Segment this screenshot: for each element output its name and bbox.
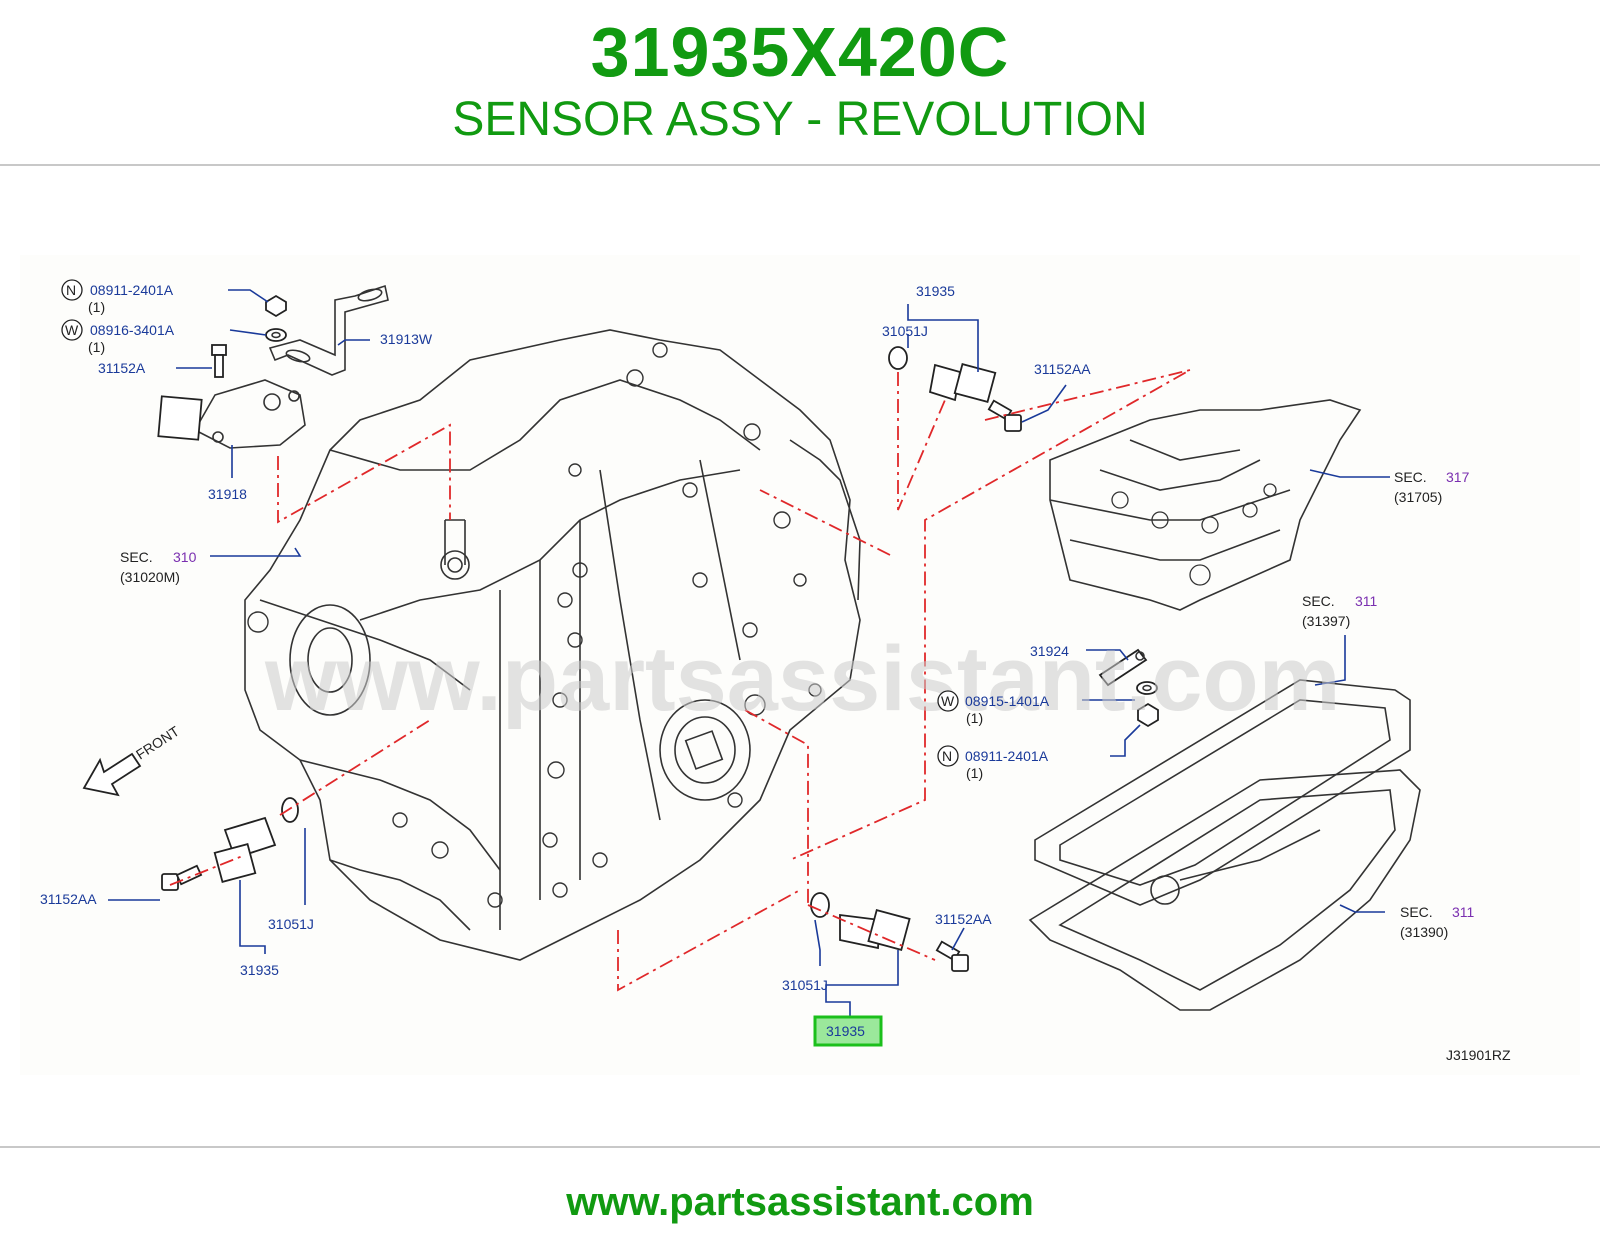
part-name-subtitle: SENSOR ASSY - REVOLUTION bbox=[452, 93, 1148, 146]
callout-sensor-top[interactable]: 31935 bbox=[916, 283, 955, 299]
bracket-illustration bbox=[268, 284, 389, 376]
revolution-sensor-left-illustration bbox=[213, 797, 299, 883]
clip-icon-31924 bbox=[1098, 648, 1148, 687]
callout-leader-lines bbox=[108, 289, 1390, 1018]
callout-sensor-highlighted[interactable]: 31935 bbox=[826, 1023, 865, 1039]
nut-marker-mid: N bbox=[942, 748, 952, 764]
park-position-switch-illustration bbox=[157, 379, 306, 449]
nut-icon-mid bbox=[1137, 702, 1159, 728]
washer-icon-top-left bbox=[265, 328, 287, 342]
nut-marker-circle-mid bbox=[937, 745, 959, 767]
sec311a-ref: (31397) bbox=[1302, 613, 1350, 629]
callout-nut-mid[interactable]: 08911-2401A bbox=[965, 748, 1049, 764]
oil-pan-illustration bbox=[1028, 769, 1421, 1011]
callout-oring-left[interactable]: 31051J bbox=[268, 916, 314, 932]
callout-bolt-left[interactable]: 31152AA bbox=[40, 891, 97, 907]
callout-oring-top[interactable]: 31051J bbox=[882, 323, 928, 339]
highlight-box bbox=[813, 1015, 883, 1047]
part-number-title: 31935X420C bbox=[590, 13, 1010, 91]
oil-pan-gasket-illustration bbox=[1034, 679, 1411, 906]
sec311b-label: SEC. bbox=[1400, 904, 1433, 920]
nut-marker-top: N bbox=[66, 282, 76, 298]
qty-nut-top: (1) bbox=[88, 299, 105, 315]
callout-bolt-top[interactable]: 31152AA bbox=[1034, 361, 1091, 377]
phantom-reference-lines bbox=[169, 369, 1191, 992]
diagram-code: J31901RZ bbox=[1446, 1047, 1511, 1063]
sec311b-ref: (31390) bbox=[1400, 924, 1448, 940]
callout-washer-mid[interactable]: 08915-1401A bbox=[965, 693, 1050, 709]
callout-labels[interactable]: N 08911-2401A (1) W 08916-3401A (1) 3115… bbox=[40, 279, 1511, 1063]
sec317-label: SEC. bbox=[1394, 469, 1427, 485]
callout-washer-top[interactable]: 08916-3401A bbox=[90, 322, 175, 338]
callout-switch[interactable]: 31918 bbox=[208, 486, 247, 502]
watermark-text: www.partsassistant.com bbox=[264, 628, 1340, 730]
footer-url[interactable]: www.partsassistant.com bbox=[566, 1180, 1034, 1224]
washer-marker-top: W bbox=[65, 322, 79, 338]
control-valve-illustration bbox=[1049, 399, 1362, 611]
sec310-ref: (31020M) bbox=[120, 569, 180, 585]
callout-bolt-bottom[interactable]: 31152AA bbox=[935, 911, 992, 927]
nut-icon-top-left bbox=[265, 294, 287, 318]
sec310-number[interactable]: 310 bbox=[173, 549, 197, 565]
callout-sensor-left[interactable]: 31935 bbox=[240, 962, 279, 978]
revolution-sensor-top-illustration bbox=[888, 346, 997, 403]
callout-nut-top[interactable]: 08911-2401A bbox=[90, 282, 174, 298]
washer-marker-circle bbox=[61, 319, 83, 341]
bolt-icon-31152a bbox=[211, 344, 227, 378]
footer-divider bbox=[0, 1146, 1600, 1148]
qty-nut-mid: (1) bbox=[966, 765, 983, 781]
sec317-ref: (31705) bbox=[1394, 489, 1442, 505]
sec311a-number[interactable]: 311 bbox=[1355, 593, 1378, 609]
callout-oring-bottom[interactable]: 31051J bbox=[782, 977, 828, 993]
qty-washer-mid: (1) bbox=[966, 710, 983, 726]
callout-bolt-31152a[interactable]: 31152A bbox=[98, 360, 146, 376]
bolt-icon-bottom bbox=[935, 940, 969, 972]
bolt-icon-left bbox=[161, 864, 203, 891]
header-divider bbox=[0, 164, 1600, 166]
sec311a-label: SEC. bbox=[1302, 593, 1335, 609]
sec311b-number[interactable]: 311 bbox=[1452, 904, 1475, 920]
washer-marker-mid: W bbox=[941, 693, 955, 709]
sec310-label: SEC. bbox=[120, 549, 153, 565]
diagram-canvas bbox=[20, 255, 1580, 1075]
callout-bracket[interactable]: 31913W bbox=[380, 331, 433, 347]
washer-icon-mid bbox=[1136, 681, 1158, 695]
qty-washer-top: (1) bbox=[88, 339, 105, 355]
revolution-sensor-bottom-illustration bbox=[810, 892, 911, 951]
sec317-number[interactable]: 317 bbox=[1446, 469, 1470, 485]
transmission-case-illustration bbox=[244, 329, 861, 961]
nut-marker-circle bbox=[61, 279, 83, 301]
callout-clip[interactable]: 31924 bbox=[1030, 643, 1069, 659]
washer-marker-circle-mid bbox=[937, 690, 959, 712]
